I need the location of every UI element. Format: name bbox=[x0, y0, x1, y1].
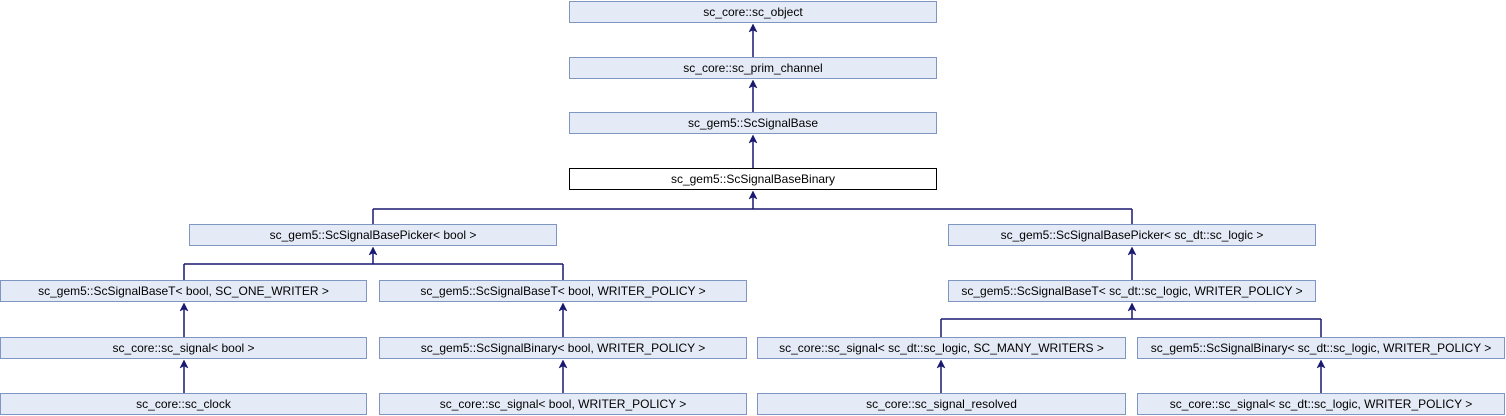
node-baset-bool-writer-policy[interactable]: sc_gem5::ScSignalBaseT< bool, WRITER_POL… bbox=[379, 280, 747, 302]
node-baset-logic-writer-policy[interactable]: sc_gem5::ScSignalBaseT< sc_dt::sc_logic,… bbox=[948, 280, 1316, 302]
edge-prim-channel-to-object bbox=[748, 23, 758, 57]
edge-base-binary-to-signal-base bbox=[748, 134, 758, 168]
node-binary-bool-writer-policy[interactable]: sc_gem5::ScSignalBinary< bool, WRITER_PO… bbox=[379, 337, 747, 359]
node-picker-bool[interactable]: sc_gem5::ScSignalBasePicker< bool > bbox=[189, 224, 557, 246]
node-sc-signal-base-binary: sc_gem5::ScSignalBaseBinary bbox=[569, 168, 937, 190]
node-sc-clock[interactable]: sc_core::sc_clock bbox=[0, 393, 367, 415]
node-baset-bool-one-writer[interactable]: sc_gem5::ScSignalBaseT< bool, SC_ONE_WRI… bbox=[0, 280, 367, 302]
edge-logic-children-to-baset-logic bbox=[940, 302, 1322, 337]
edge-binary-bool-to-baset-writer-policy bbox=[558, 302, 568, 337]
edge-baset-bool-to-picker-bool bbox=[183, 246, 564, 280]
node-picker-sc-logic[interactable]: sc_gem5::ScSignalBasePicker< sc_dt::sc_l… bbox=[948, 224, 1316, 246]
node-signal-logic-writer-policy[interactable]: sc_core::sc_signal< sc_dt::sc_logic, WRI… bbox=[1137, 393, 1505, 415]
node-signal-resolved[interactable]: sc_core::sc_signal_resolved bbox=[757, 393, 1126, 415]
node-sc-prim-channel[interactable]: sc_core::sc_prim_channel bbox=[569, 57, 937, 79]
edge-clock-to-signal-bool bbox=[179, 359, 189, 393]
edge-pickers-to-base-binary bbox=[372, 190, 1133, 224]
edge-signal-bool-wp-to-binary-bool bbox=[558, 359, 568, 393]
edge-signal-logic-wp-to-binary-logic bbox=[1316, 359, 1326, 393]
node-signal-bool[interactable]: sc_core::sc_signal< bool > bbox=[0, 337, 367, 359]
node-sc-object[interactable]: sc_core::sc_object bbox=[569, 1, 937, 23]
edge-signal-bool-to-baset-one-writer bbox=[179, 302, 189, 337]
node-signal-bool-writer-policy[interactable]: sc_core::sc_signal< bool, WRITER_POLICY … bbox=[379, 393, 747, 415]
node-binary-logic-writer-policy[interactable]: sc_gem5::ScSignalBinary< sc_dt::sc_logic… bbox=[1137, 337, 1505, 359]
edge-baset-logic-to-picker-logic bbox=[1127, 246, 1137, 280]
node-sc-signal-base[interactable]: sc_gem5::ScSignalBase bbox=[569, 112, 937, 134]
edge-resolved-to-signal-many-writers bbox=[936, 359, 946, 393]
edge-signal-base-to-prim-channel bbox=[748, 79, 758, 112]
node-signal-logic-many-writers[interactable]: sc_core::sc_signal< sc_dt::sc_logic, SC_… bbox=[757, 337, 1126, 359]
